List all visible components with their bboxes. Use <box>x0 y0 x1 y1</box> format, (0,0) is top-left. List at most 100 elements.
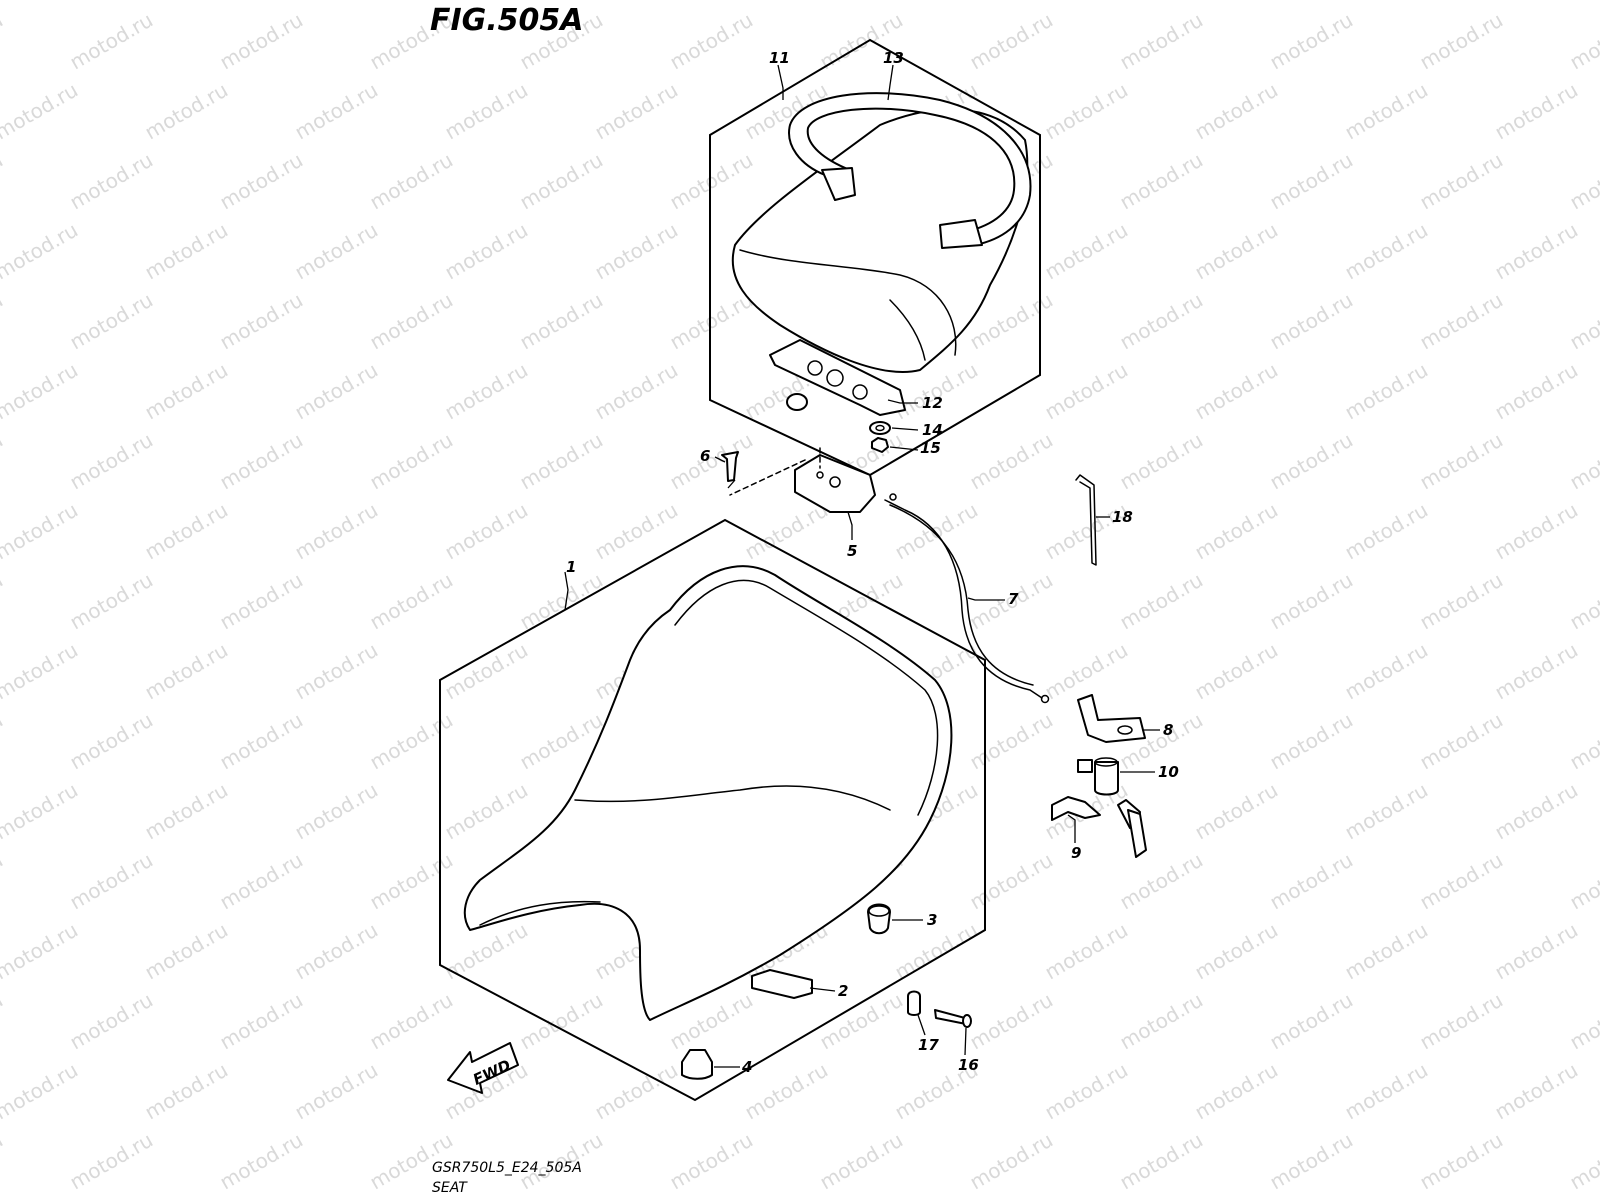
watermark-text: motod.ru <box>1266 148 1357 215</box>
watermark-text: motod.ru <box>291 778 382 845</box>
watermark-text: motod.ru <box>591 0 682 4</box>
watermark-text: motod.ru <box>591 78 682 145</box>
watermark-text: motod.ru <box>1116 1128 1207 1195</box>
collar <box>907 990 921 1016</box>
watermark-text: motod.ru <box>216 1128 307 1195</box>
watermark-text: motod.ru <box>1116 8 1207 75</box>
watermark-text: motod.ru <box>1416 568 1507 635</box>
watermark-text: motod.ru <box>1341 78 1432 145</box>
watermark-text: motod.ru <box>0 848 7 915</box>
watermark-text: motod.ru <box>1266 848 1357 915</box>
callout-7: 7 <box>1008 590 1019 608</box>
watermark-text: motod.ru <box>1341 498 1432 565</box>
watermark-text: motod.ru <box>1416 148 1507 215</box>
watermark-text: motod.ru <box>66 288 157 355</box>
watermark-text: motod.ru <box>1191 0 1282 4</box>
watermark-text: motod.ru <box>1341 218 1432 285</box>
watermark-text: motod.ru <box>1416 1128 1507 1195</box>
seat-crease <box>574 785 891 811</box>
seat-lock-cable-inner <box>889 504 1034 686</box>
watermark-text: motod.ru <box>1491 358 1582 425</box>
figure-code: GSR750L5_E24_505A <box>432 1160 582 1176</box>
seat-crease-2 <box>479 900 601 926</box>
watermark-text: motod.ru <box>1566 988 1600 1055</box>
watermark-text: motod.ru <box>291 1058 382 1125</box>
watermark-text: motod.ru <box>66 428 157 495</box>
watermark-text: motod.ru <box>1341 778 1432 845</box>
figure-name: SEAT <box>432 1180 468 1196</box>
watermark-text: motod.ru <box>291 78 382 145</box>
watermark-text: motod.ru <box>1491 918 1582 985</box>
watermark-text: motod.ru <box>591 358 682 425</box>
watermark-text: motod.ru <box>1191 78 1282 145</box>
watermark-text: motod.ru <box>966 988 1057 1055</box>
watermark-text: motod.ru <box>1416 8 1507 75</box>
watermark-text: motod.ru <box>1191 778 1282 845</box>
watermark-text: motod.ru <box>1266 568 1357 635</box>
seat-plate <box>769 339 906 416</box>
watermark-text: motod.ru <box>591 498 682 565</box>
watermark-text: motod.ru <box>141 778 232 845</box>
figure-title: FIG.505A <box>430 3 584 38</box>
cushion-3-top <box>868 905 890 917</box>
watermark-text: motod.ru <box>666 288 757 355</box>
watermark-text: motod.ru <box>1266 988 1357 1055</box>
watermark-text: motod.ru <box>0 78 82 145</box>
lock-cylinder <box>1094 761 1119 796</box>
callout-9: 9 <box>1071 844 1081 862</box>
watermark-text: motod.ru <box>1566 148 1600 215</box>
cushion-4 <box>681 1049 713 1080</box>
watermark-text: motod.ru <box>1341 918 1432 985</box>
watermark-text: motod.ru <box>441 78 532 145</box>
nut <box>871 437 889 453</box>
callout-5: 5 <box>847 542 857 560</box>
callout-labels: 11 13 12 14 15 6 5 7 18 8 10 9 1 3 2 4 1… <box>566 49 1179 1076</box>
watermark-text: motod.ru <box>1116 988 1207 1055</box>
bracket-hole <box>1117 725 1133 735</box>
callout-2: 2 <box>838 982 848 1000</box>
watermark-text: motod.ru <box>1191 918 1282 985</box>
callout-1: 1 <box>566 558 576 576</box>
watermark-text: motod.ru <box>0 148 7 215</box>
watermark-text: motod.ru <box>66 148 157 215</box>
watermark-text: motod.ru <box>1491 638 1582 705</box>
leader-lines <box>564 64 1160 1068</box>
watermark-text: motod.ru <box>366 708 457 775</box>
watermark-text: motod.ru <box>0 778 82 845</box>
watermark-text: motod.ru <box>366 148 457 215</box>
watermark-text: motod.ru <box>1041 918 1132 985</box>
seat-lock-pivot <box>829 476 841 488</box>
watermark-text: motod.ru <box>291 638 382 705</box>
watermark-text: motod.ru <box>1191 498 1282 565</box>
watermark-text: motod.ru <box>741 1058 832 1125</box>
cable-end-upper <box>889 493 897 501</box>
callout-3: 3 <box>927 911 937 929</box>
callout-6: 6 <box>700 447 710 465</box>
watermark-text: motod.ru <box>1041 358 1132 425</box>
watermark-text: motod.ru <box>1116 148 1207 215</box>
watermark-text: motod.ru <box>66 708 157 775</box>
lock-plate <box>1051 796 1101 821</box>
pillion-seat <box>731 108 1029 373</box>
bracket <box>1077 694 1146 743</box>
watermark-text: motod.ru <box>1266 708 1357 775</box>
watermark-text: motod.ru <box>966 8 1057 75</box>
watermark-text: motod.ru <box>291 918 382 985</box>
watermark-text: motod.ru <box>1491 218 1582 285</box>
watermark-text: motod.ru <box>216 848 307 915</box>
watermark-text: motod.ru <box>216 428 307 495</box>
helmet-holder-wire <box>1075 474 1097 566</box>
watermark-text: motod.ru <box>966 848 1057 915</box>
watermark-text: motod.ru <box>216 288 307 355</box>
seat-plate-hole-1 <box>807 360 823 376</box>
watermark-text: motod.ru <box>966 1128 1057 1195</box>
bolt-head <box>962 1014 972 1028</box>
seat-outline <box>439 518 986 1102</box>
watermark-text: motod.ru <box>291 358 382 425</box>
seat-lock-pin <box>816 471 824 479</box>
cushion-3 <box>867 903 891 935</box>
watermark-text: motod.ru <box>741 498 832 565</box>
watermark-text: motod.ru <box>66 988 157 1055</box>
watermark-text: motod.ru <box>0 288 7 355</box>
callout-12: 12 <box>922 394 943 412</box>
